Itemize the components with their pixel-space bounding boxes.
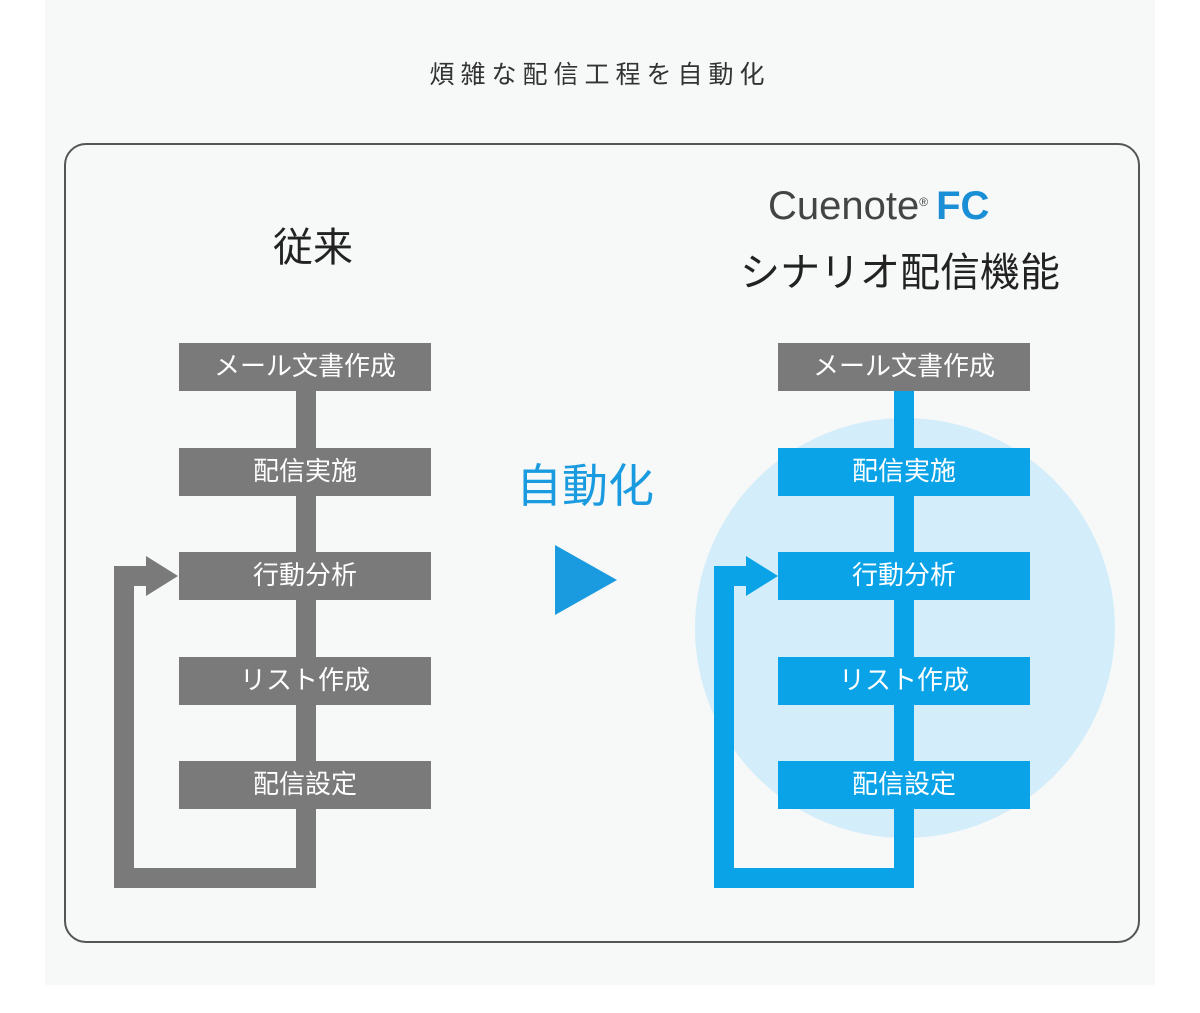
right-step-list: リスト作成 xyxy=(838,666,969,696)
left-step-mail-draft: メール文書作成 xyxy=(213,352,396,382)
right-flow xyxy=(714,343,1030,888)
page-title: 煩雑な配信工程を自動化 xyxy=(429,60,771,89)
left-loop-bottom xyxy=(114,868,316,888)
left-step-box xyxy=(179,761,431,809)
right-loop-top xyxy=(714,566,750,586)
right-step-settings: 配信設定 xyxy=(851,770,956,800)
right-heading: シナリオ配信機能 xyxy=(740,250,1060,296)
play-arrow-icon xyxy=(555,545,617,615)
right-step-mail-draft: メール文書作成 xyxy=(812,352,995,382)
left-step-analysis: 行動分析 xyxy=(252,561,357,591)
left-step-box xyxy=(179,552,431,600)
logo-brand: Cuenote xyxy=(768,184,920,228)
right-loop-arrowhead xyxy=(746,556,778,596)
automation-label: 自動化 xyxy=(516,459,654,513)
left-flow xyxy=(114,343,431,888)
left-loop-top xyxy=(114,566,150,586)
left-loop-arrowhead xyxy=(146,556,178,596)
right-step-box-gray xyxy=(778,343,1030,391)
left-loop-side xyxy=(114,566,134,888)
left-step-delivery: 配信実施 xyxy=(252,457,357,487)
registered-mark: ® xyxy=(919,195,929,209)
cuenote-fc-logo: Cuenote® FC xyxy=(768,183,1058,229)
right-step-box xyxy=(778,448,1030,496)
right-step-analysis: 行動分析 xyxy=(851,561,956,591)
left-step-list: リスト作成 xyxy=(239,666,370,696)
left-step-box xyxy=(179,448,431,496)
right-step-box xyxy=(778,657,1030,705)
left-step-settings: 配信設定 xyxy=(252,770,357,800)
right-step-delivery: 配信実施 xyxy=(851,457,956,487)
right-step-box xyxy=(778,552,1030,600)
right-step-box xyxy=(778,761,1030,809)
left-step-box xyxy=(179,657,431,705)
logo-suffix: FC xyxy=(936,184,990,228)
right-loop-side xyxy=(714,566,734,888)
right-loop-bottom xyxy=(714,868,914,888)
left-step-box xyxy=(179,343,431,391)
comparison-frame xyxy=(64,143,1140,943)
left-heading: 従来 xyxy=(273,225,353,271)
